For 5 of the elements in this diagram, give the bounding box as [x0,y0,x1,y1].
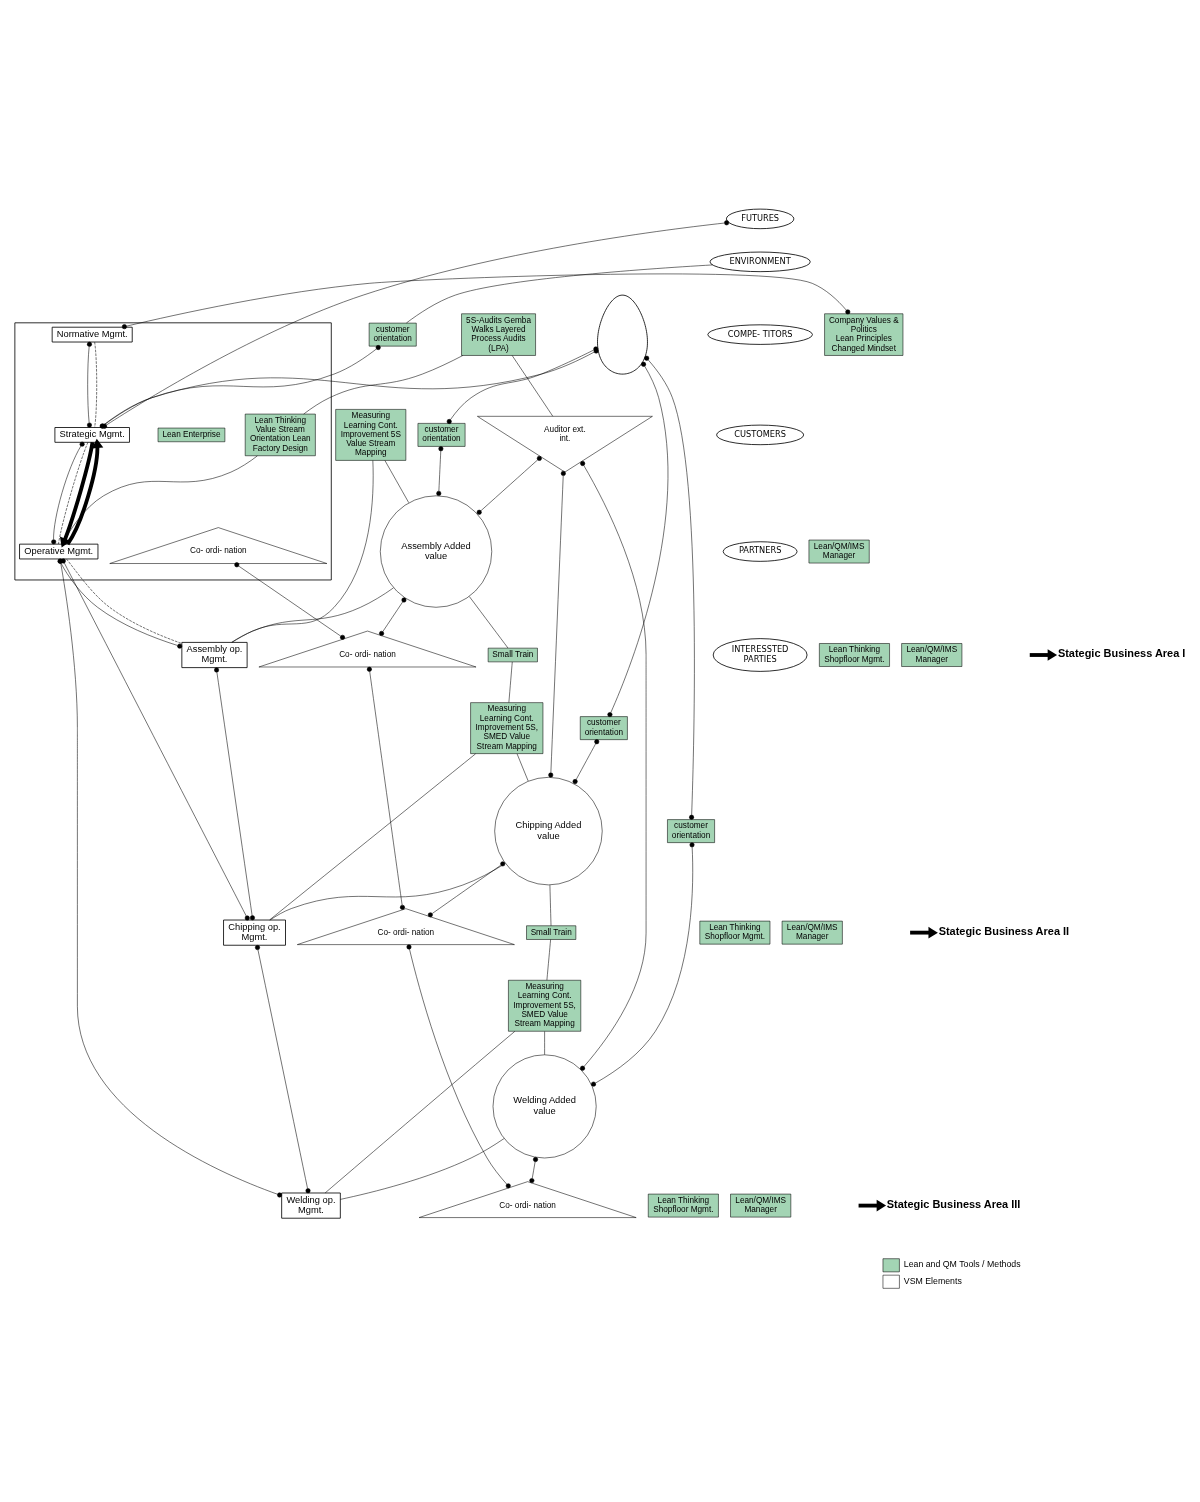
legend-label: Lean and QM Tools / Methods [903,1258,1021,1269]
node-text: Stategic Business Area II [938,924,1070,937]
node-text: Stategic Business Area III [886,1197,1021,1210]
legend-label: VSM Elements [903,1275,962,1286]
node-text: Stategic Business Area I [1057,646,1186,659]
